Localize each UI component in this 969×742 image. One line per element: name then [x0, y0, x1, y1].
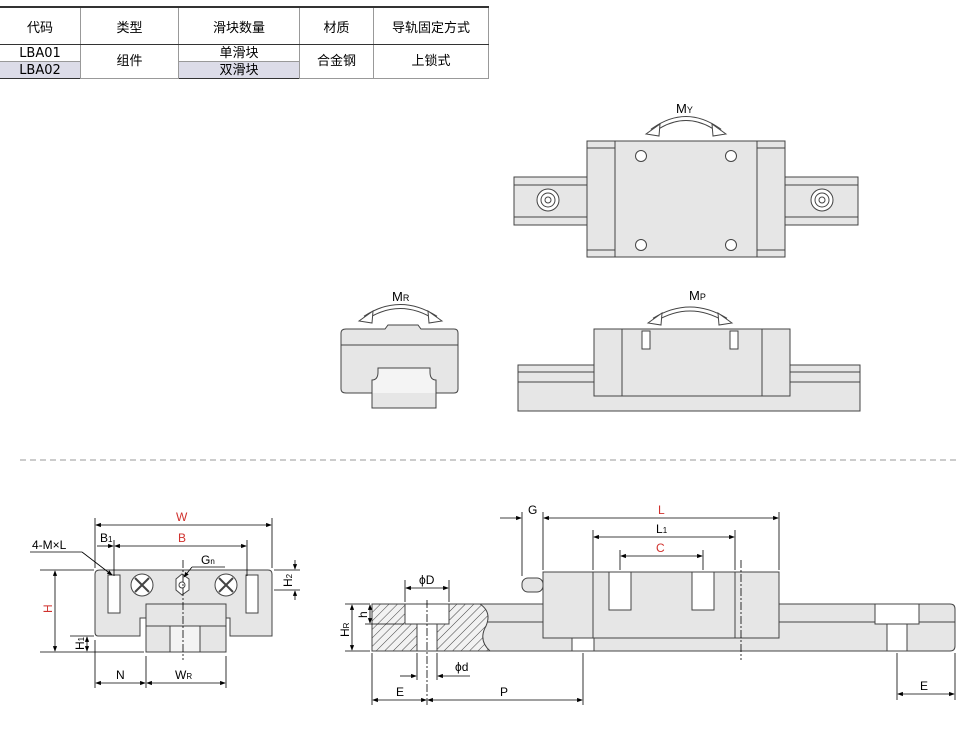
side-view — [517, 328, 861, 412]
table-row: LBA02 双滑块 — [0, 61, 489, 79]
dim-gn: Gn — [201, 553, 215, 567]
cell-material: 合金钢 — [299, 44, 374, 79]
top-view — [513, 140, 859, 258]
header-type: 类型 — [80, 6, 179, 45]
cell-fixing: 上锁式 — [373, 44, 489, 79]
header-code: 代码 — [0, 6, 81, 45]
slider-block-side — [593, 328, 791, 397]
grease-nipple — [521, 577, 544, 593]
end-view — [340, 324, 459, 409]
dim-b: B — [178, 531, 186, 545]
bolt-hole — [635, 150, 737, 251]
dim-h-small: h — [356, 611, 370, 618]
dim-4ml: 4-M×L — [32, 538, 67, 552]
cell-code: LBA02 — [0, 61, 81, 79]
dim-e-left: E — [396, 685, 404, 699]
slider-long — [542, 571, 780, 639]
dim-phi-d-small: ϕd — [455, 660, 468, 674]
dim-hr: HR — [338, 622, 352, 637]
slider-end-profile — [340, 324, 459, 409]
rail-hole-right — [810, 188, 834, 212]
mr-label: MR — [392, 289, 410, 304]
dim-h1: H1 — [73, 636, 87, 650]
side-dimension-view: G L L1 C ϕD HR h ϕd E P E — [338, 503, 956, 705]
dim-b1: B1 — [100, 531, 113, 545]
dim-n: N — [116, 668, 125, 682]
dim-l: L — [658, 503, 665, 517]
spec-table: 代码 类型 滑块数量 材质 导轨固定方式 LBA01 组件 单滑块 合金钢 上锁… — [0, 6, 489, 79]
dim-c: C — [656, 541, 665, 555]
cell-qty: 双滑块 — [178, 61, 300, 79]
dim-wr: WR — [175, 668, 192, 682]
mp-label: MP — [689, 288, 706, 303]
front-dimension-view: W B1 B 4-M×L Gn H H1 H2 N WR — [30, 510, 300, 688]
dim-g: G — [528, 503, 537, 517]
cell-type: 组件 — [80, 44, 179, 79]
my-label: MY — [676, 101, 693, 116]
dim-w: W — [176, 510, 188, 524]
slider-block-top — [586, 140, 786, 258]
rail-hole-left — [536, 188, 560, 212]
dim-p: P — [500, 685, 508, 699]
dim-h: H — [41, 604, 55, 613]
dim-phi-d-big: ϕD — [419, 573, 435, 587]
dim-e-right: E — [920, 679, 928, 693]
dim-l1: L1 — [656, 522, 668, 536]
dim-h2: H2 — [281, 573, 295, 587]
